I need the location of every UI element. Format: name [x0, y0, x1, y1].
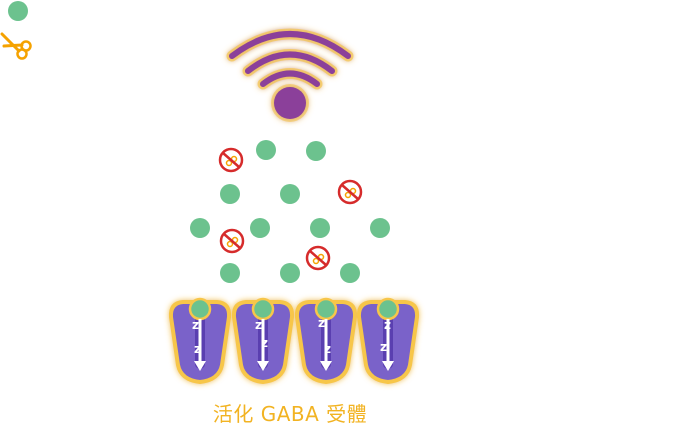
molecule	[340, 263, 360, 283]
gaba-receptor-channel-icon: z z	[294, 297, 358, 385]
molecule	[280, 263, 300, 283]
blocked-enzymes	[218, 147, 363, 271]
molecule	[256, 140, 276, 160]
molecule	[306, 141, 326, 161]
svg-text:z: z	[318, 316, 325, 330]
caption-activate-gaba-receptor: 活化 GABA 受體	[212, 402, 368, 426]
svg-text:z: z	[324, 342, 331, 356]
svg-text:z: z	[194, 342, 201, 356]
gaba-receptor-channel-icon: z z	[168, 297, 232, 385]
scissors-icon	[0, 32, 32, 60]
molecule	[220, 263, 240, 283]
blocked-scissors-icon	[305, 245, 331, 271]
receptors: z z z z z z z z	[168, 297, 420, 385]
svg-text:z: z	[192, 318, 199, 332]
molecule	[280, 184, 300, 204]
svg-text:z: z	[384, 318, 391, 332]
svg-text:z: z	[255, 318, 262, 332]
svg-text:z: z	[261, 336, 268, 350]
blocked-scissors-icon	[219, 228, 245, 254]
molecule	[310, 218, 330, 238]
legend	[0, 1, 32, 60]
molecule	[370, 218, 390, 238]
molecules	[190, 140, 390, 283]
blocked-scissors-icon	[337, 179, 363, 205]
broadcast-signal-icon	[226, 28, 354, 122]
svg-text:z: z	[380, 340, 387, 354]
molecule	[220, 184, 240, 204]
gaba-receptor-channel-icon: z z	[356, 297, 420, 385]
gaba-receptor-channel-icon: z z	[231, 297, 295, 385]
molecule	[190, 218, 210, 238]
molecule	[250, 218, 270, 238]
green-molecule-icon	[8, 1, 28, 21]
blocked-scissors-icon	[218, 147, 244, 173]
